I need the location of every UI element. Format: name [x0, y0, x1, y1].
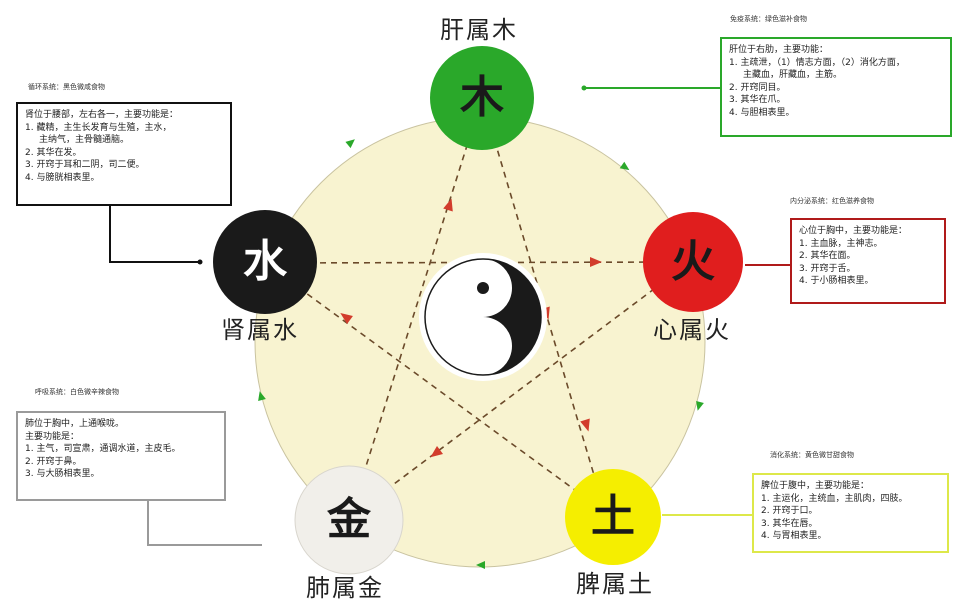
wood-label: 肝属木 — [440, 16, 518, 44]
info-line: 主要功能是： — [25, 431, 80, 442]
wood-circle — [430, 46, 534, 150]
liver-info-box: 肝位于右肋，主要功能： 1. 主疏泄，（1）情志方面，（2）消化方面， 主藏血，… — [720, 37, 952, 137]
info-line: 3. 其华在唇。 — [761, 518, 818, 529]
metal-circle — [294, 465, 404, 575]
star-arrow — [340, 312, 353, 325]
metal-char: 金 — [327, 494, 371, 545]
info-line: 脾位于腹中，主要功能是： — [761, 481, 870, 491]
fire-circle — [643, 212, 743, 312]
info-line: 主藏血，肝藏血，主筋。 — [743, 70, 843, 80]
info-line: 2. 开窍于鼻。 — [25, 456, 82, 467]
info-line: 3. 开窍于舌。 — [799, 263, 856, 274]
star-line-earth-water — [264, 262, 606, 513]
connector-lung — [147, 500, 262, 546]
info-line: 肾位于腰部，左右各一，主要功能是： — [25, 110, 179, 120]
star-arrow — [430, 446, 444, 458]
wood-char: 木 — [460, 72, 504, 123]
metal-label: 肺属金 — [306, 574, 384, 602]
connector-kidney — [109, 205, 200, 263]
info-line: 心位于胸中，主要功能是： — [799, 226, 908, 236]
fire-char: 火 — [671, 236, 715, 287]
star-arrow — [590, 257, 602, 267]
info-line: 1. 藏精，主生长发育与生殖，主水， — [25, 122, 172, 133]
star-arrows — [340, 198, 602, 458]
lung-info-box: 肺位于胸中，上通喉咙。 主要功能是： 1. 主气，司宣肃，通调水道，主皮毛。 2… — [16, 411, 226, 501]
info-line: 1. 主运化，主统血，主肌肉，四肢。 — [761, 493, 908, 504]
info-line: 3. 与大肠相表里。 — [25, 469, 100, 479]
star-arrow — [580, 418, 590, 432]
lung-system-label: 呼吸系统：白色微辛辣食物 — [35, 388, 119, 396]
info-line: 4. 与胆相表里。 — [729, 107, 795, 118]
fire-label: 心属火 — [653, 316, 731, 344]
spleen-system-label: 消化系统：黄色微甘甜食物 — [770, 451, 854, 459]
info-line: 1. 主气，司宣肃，通调水道，主皮毛。 — [25, 444, 181, 454]
info-line: 2. 开窍于口。 — [761, 506, 818, 516]
info-line: 2. 开窍同目。 — [729, 82, 786, 93]
info-line: 1. 主血脉，主神志。 — [799, 238, 883, 249]
info-line: 肝位于右肋，主要功能： — [729, 45, 829, 55]
heart-system-label: 内分泌系统：红色滋养食物 — [790, 197, 874, 205]
heart-info-box: 心位于胸中，主要功能是： 1. 主血脉，主神志。 2. 其华在面。 3. 开窍于… — [790, 218, 946, 304]
info-line: 4. 于小肠相表里。 — [799, 276, 874, 286]
info-line: 4. 与胃相表里。 — [761, 531, 827, 541]
cycle-arrow — [696, 400, 704, 411]
cycle-arrow — [345, 139, 355, 149]
star-arrow — [443, 198, 453, 212]
earth-label: 脾属土 — [576, 570, 654, 598]
info-line: 主纳气，主骨髓通脑。 — [39, 135, 130, 145]
circle-arrows — [258, 139, 704, 569]
yin-yang-symbol — [419, 253, 547, 381]
liver-system-label: 免疫系统：绿色滋补食物 — [730, 15, 807, 23]
info-line: 2. 其华在发。 — [25, 147, 82, 158]
info-line: 2. 其华在面。 — [799, 251, 856, 261]
star-line-wood-earth — [481, 97, 606, 513]
kidney-system-label: 循环系统：黑色微咸食物 — [28, 83, 105, 91]
info-line: 3. 其华在爪。 — [729, 95, 786, 105]
water-label: 肾属水 — [221, 316, 299, 344]
spleen-info-box: 脾位于腹中，主要功能是： 1. 主运化，主统血，主肌肉，四肢。 2. 开窍于口。… — [752, 473, 949, 553]
connector-dot — [581, 85, 587, 91]
star-line-metal-wood — [349, 97, 483, 518]
earth-char: 土 — [591, 491, 635, 542]
earth-circle — [565, 469, 661, 565]
info-line: 1. 主疏泄，（1）情志方面，（2）消化方面， — [729, 57, 905, 68]
star-line-fire-metal — [349, 261, 691, 518]
cycle-arrow — [258, 391, 266, 402]
info-line: 4. 与膀胱相表里。 — [25, 172, 100, 183]
connectors — [109, 85, 790, 546]
water-char: 水 — [243, 236, 287, 287]
cycle-arrow — [619, 161, 630, 171]
connector-dot — [197, 259, 203, 265]
water-circle — [213, 210, 317, 314]
info-line: 肺位于胸中，上通喉咙。 — [25, 419, 125, 429]
kidney-info-box: 肾位于腰部，左右各一，主要功能是： 1. 藏精，主生长发育与生殖，主水， 主纳气… — [16, 102, 232, 206]
info-line: 3. 开窍于耳和二阴，司二便。 — [25, 160, 145, 170]
cycle-arrow — [476, 561, 485, 569]
